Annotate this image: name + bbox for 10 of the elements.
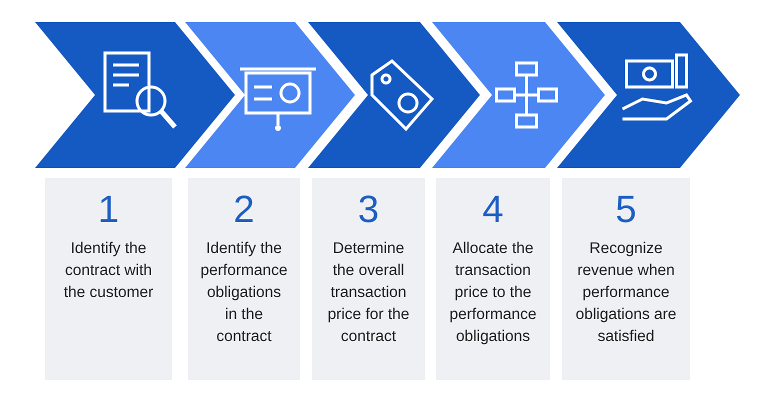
step-number: 2 bbox=[233, 188, 255, 232]
step-number: 3 bbox=[358, 188, 380, 232]
step-number: 4 bbox=[482, 188, 504, 232]
step-number: 5 bbox=[615, 188, 637, 232]
step-number: 1 bbox=[98, 188, 120, 232]
step-description: Recognize revenue when performance obligations are satisfied bbox=[574, 239, 678, 347]
step-description: Identify the contract with the customer bbox=[62, 239, 154, 303]
step-description: Determine the overall transaction price for the contract bbox=[326, 239, 410, 347]
step-description: Identify the performance obligations in the contract bbox=[200, 239, 288, 347]
step-description: Allocate the transaction price to the performance obligations bbox=[448, 239, 538, 347]
